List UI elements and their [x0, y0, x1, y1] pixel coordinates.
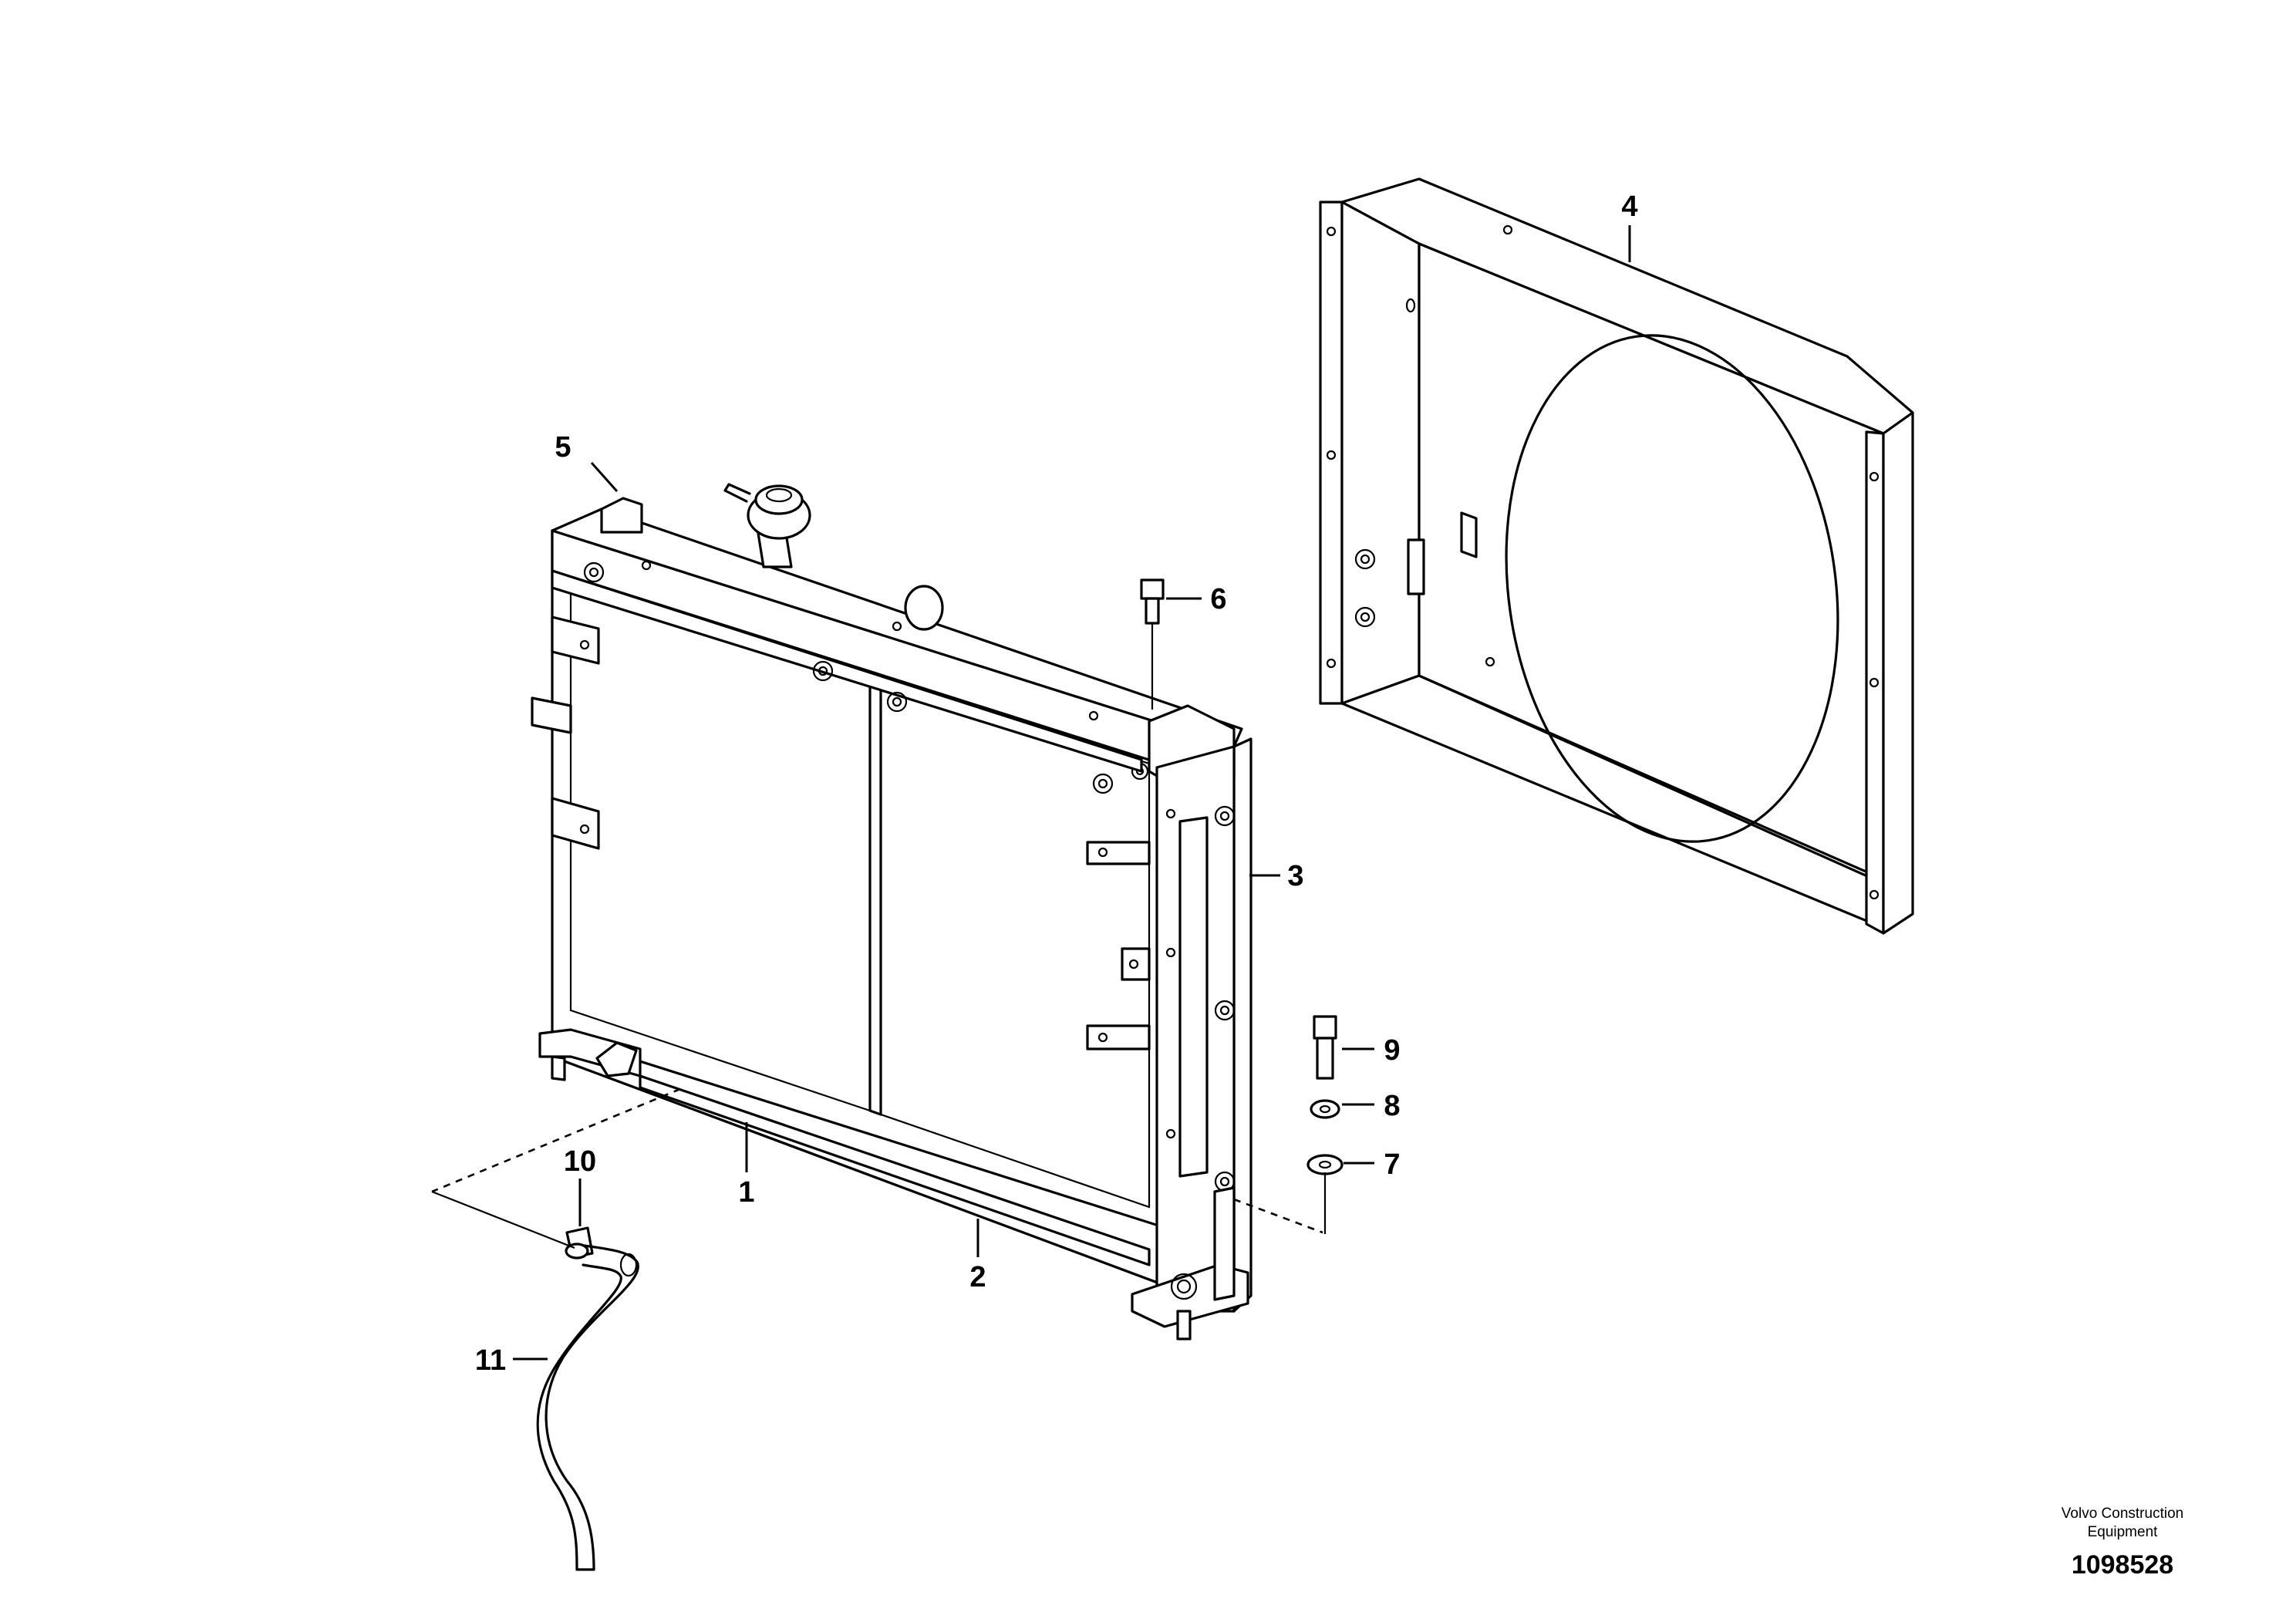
- callout-6: 6: [1210, 583, 1226, 615]
- company-name-line1: Volvo Construction: [2062, 1506, 2183, 1522]
- callout-9: 9: [1384, 1034, 1400, 1067]
- company-name-line2: Equipment: [2088, 1524, 2159, 1540]
- callout-2: 2: [969, 1261, 986, 1293]
- callout-7: 7: [1384, 1148, 1400, 1181]
- side-panel: [1086, 745, 1249, 1340]
- assembly-lines: [431, 1088, 1327, 1249]
- callout-4: 4: [1621, 191, 1637, 223]
- footer: Volvo Construction Equipment 1098528: [2062, 1506, 2183, 1580]
- fan-shroud: [1319, 177, 1914, 935]
- callout-8: 8: [1384, 1090, 1400, 1122]
- leader-lines: [513, 225, 1631, 1361]
- coolant-hose: [536, 1244, 639, 1571]
- bolt-top: [1140, 578, 1165, 710]
- callout-11: 11: [475, 1344, 506, 1377]
- radiator: [531, 483, 1253, 1313]
- callout-10: 10: [564, 1145, 596, 1178]
- lock-washer-8: [1310, 1099, 1340, 1119]
- callout-5: 5: [555, 431, 571, 464]
- callout-3: 3: [1287, 860, 1303, 892]
- callout-labels: 1 2 3 4 5 6 7 8 9 10 11: [475, 191, 1638, 1377]
- hose-clamp: [565, 1226, 594, 1259]
- washer-7: [1306, 1154, 1344, 1175]
- bolt-9: [1313, 1015, 1337, 1080]
- callout-1: 1: [738, 1176, 754, 1209]
- document-number: 1098528: [2072, 1550, 2173, 1580]
